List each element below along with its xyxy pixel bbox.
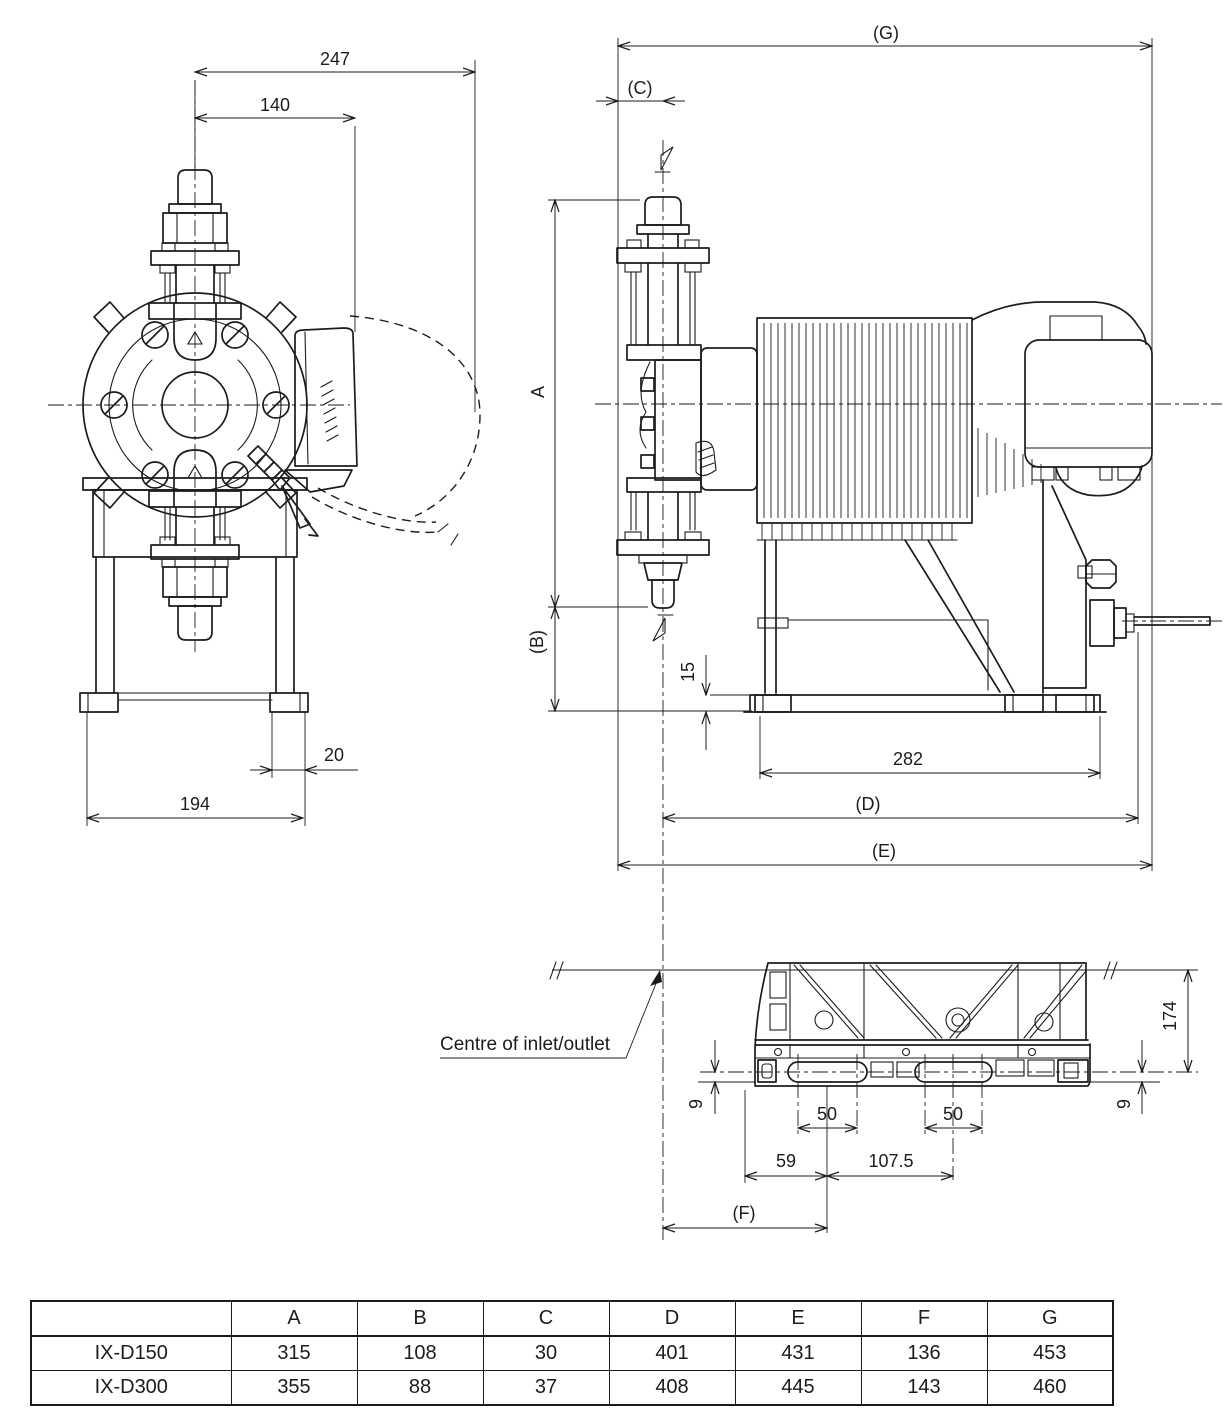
dim-E-label: (E) (872, 841, 896, 861)
front-view: 247 140 20 194 (48, 49, 481, 826)
dim-50-left-label: 50 (817, 1104, 837, 1124)
dim-D-label: (D) (856, 794, 881, 814)
dim-A-label: A (528, 386, 548, 398)
dim-F-label: (F) (733, 1203, 756, 1223)
model-cell: IX-D150 (30, 1335, 232, 1371)
table-cell: 355 (230, 1370, 358, 1406)
dim-15-label: 15 (678, 662, 698, 682)
table-header-cell: F (860, 1300, 988, 1337)
table-header-cell (30, 1300, 232, 1337)
centre-inlet-outlet-note: Centre of inlet/outlet (440, 1034, 611, 1055)
table-cell: 88 (356, 1370, 484, 1406)
table-row: IX-D150 315 108 30 401 431 136 453 (30, 1335, 1114, 1371)
table-header-cell: C (482, 1300, 610, 1337)
technical-drawing: 247 140 20 194 (48, 23, 1222, 1240)
model-cell: IX-D300 (30, 1370, 232, 1406)
table-header-cell: E (734, 1300, 862, 1337)
table-cell: 445 (734, 1370, 862, 1406)
dim-9-left-label: 9 (686, 1099, 706, 1109)
dimension-table: A B C D E F G IX-D150 315 108 30 401 431… (30, 1300, 1114, 1406)
table-cell: 37 (482, 1370, 610, 1406)
dim-247-label: 247 (320, 49, 350, 69)
table-cell: 30 (482, 1335, 610, 1371)
dim-C-label: (C) (628, 78, 653, 98)
dim-140-label: 140 (260, 95, 290, 115)
table-cell: 136 (860, 1335, 988, 1371)
table-header-cell: D (608, 1300, 736, 1337)
dim-B-label: (B) (527, 630, 547, 654)
dim-59-label: 59 (776, 1151, 796, 1171)
table-header-cell: A (230, 1300, 358, 1337)
table-cell: 401 (608, 1335, 736, 1371)
dim-107-5-label: 107.5 (868, 1151, 913, 1171)
dim-20-label: 20 (324, 745, 344, 765)
table-cell: 315 (230, 1335, 358, 1371)
dim-194-label: 194 (180, 794, 210, 814)
dim-50-right-label: 50 (943, 1104, 963, 1124)
table-cell: 143 (860, 1370, 988, 1406)
bottom-view: Centre of inlet/outlet (440, 945, 1198, 1240)
dim-282-label: 282 (893, 749, 923, 769)
table-cell: 408 (608, 1370, 736, 1406)
dim-174-label: 174 (1160, 1001, 1180, 1031)
table-cell: 460 (986, 1370, 1114, 1406)
table-header-cell: G (986, 1300, 1114, 1337)
dim-G-label: (G) (873, 23, 899, 43)
table-cell: 108 (356, 1335, 484, 1371)
dim-9-right-label: 9 (1114, 1099, 1134, 1109)
table-header-cell: B (356, 1300, 484, 1337)
table-row: IX-D300 355 88 37 408 445 143 460 (30, 1370, 1114, 1406)
table-cell: 453 (986, 1335, 1114, 1371)
table-cell: 431 (734, 1335, 862, 1371)
table-header-row: A B C D E F G (30, 1300, 1114, 1337)
side-view: (G) (C) A (B) 15 282 (D) (E) (527, 23, 1222, 945)
